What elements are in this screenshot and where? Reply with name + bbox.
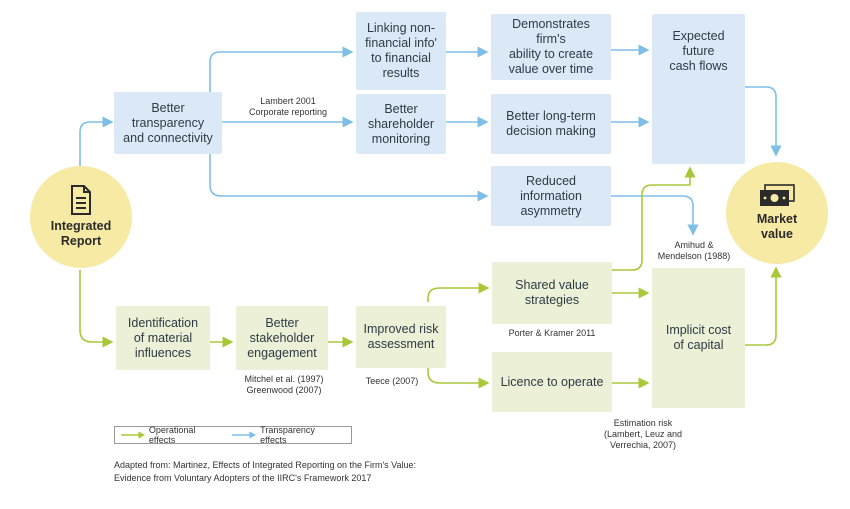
demonstrates-label: Demonstrates firm's ability to create va…: [508, 17, 594, 76]
porter-note: Porter & Kramer 2011: [508, 328, 596, 338]
reduced-info-label: Reduced information asymmetry: [520, 173, 582, 218]
arrow-report-to-transparency: [79, 116, 114, 168]
implicit-cost-box: Implicit cost of capital: [652, 268, 745, 408]
money-icon: [760, 184, 795, 206]
reduced-info-box: Reduced information asymmetry: [491, 166, 611, 226]
risk-box: Improved risk assessment: [356, 306, 446, 368]
identification-label: Identification of material influences: [127, 315, 199, 360]
legend-operational: Operational effects: [121, 425, 218, 445]
green-arrow-icon: [121, 431, 145, 439]
market-value-node: Market value: [726, 162, 828, 264]
better-shareholder-box: Better shareholder monitoring: [356, 94, 446, 154]
integrated-report-node: Integrated Report: [30, 166, 132, 268]
teece-note: Teece (2007): [365, 376, 419, 386]
stakeholder-box: Better stakeholder engagement: [236, 306, 328, 370]
lambert-note: Lambert 2001 Corporate reporting: [248, 96, 328, 117]
linking-info-label: Linking non- financial info' to financia…: [365, 21, 437, 80]
arrow-shared-to-cash: [612, 166, 696, 271]
arrow-report-to-identification: [79, 270, 114, 348]
legend-transparency-label: Transparency effects: [260, 425, 315, 445]
arrow-implicit-to-market: [745, 266, 782, 346]
long-term-box: Better long-term decision making: [491, 94, 611, 154]
source-footnote: Adapted from: Martinez, Effects of Integ…: [114, 460, 417, 483]
shared-value-label: Shared value strategies: [515, 278, 589, 307]
blue-arrow-icon: [232, 431, 257, 439]
arrow-risk-to-licence: [427, 368, 490, 389]
identification-box: Identification of material influences: [116, 306, 210, 370]
implicit-cost-label: Implicit cost of capital: [665, 323, 732, 352]
arrow-transparency-to-reduced: [209, 152, 489, 202]
expected-cash-label: Expected future cash flows: [669, 29, 728, 73]
integrated-report-label: Integrated Report: [50, 219, 112, 248]
risk-label: Improved risk assessment: [363, 322, 439, 351]
mitchel-note: Mitchel et al. (1997) Greenwood (2007): [244, 374, 324, 395]
arrow-transparency-to-linking: [209, 46, 354, 92]
better-transparency-box: Better transparency and connectivity: [114, 92, 222, 154]
market-value-label: Market value: [756, 212, 798, 241]
legend-operational-label: Operational effects: [148, 425, 196, 445]
estimation-note: Estimation risk (Lambert, Leuz and Verre…: [603, 418, 683, 450]
long-term-label: Better long-term decision making: [506, 109, 596, 138]
arrow-reduced-to-amihud: [611, 195, 699, 236]
licence-box: Licence to operate: [492, 352, 612, 412]
stakeholder-label: Better stakeholder engagement: [247, 315, 317, 360]
better-transparency-label: Better transparency and connectivity: [123, 100, 213, 145]
licence-label: Licence to operate: [500, 374, 604, 389]
document-icon: [71, 185, 91, 215]
legend-transparency: Transparency effects: [232, 425, 337, 445]
arrow-cash-to-market: [745, 86, 782, 157]
expected-cash-box: Expected future cash flows: [652, 14, 745, 164]
better-shareholder-label: Better shareholder monitoring: [367, 101, 434, 146]
arrow-risk-to-shared: [427, 282, 490, 302]
shared-value-box: Shared value strategies: [492, 262, 612, 324]
linking-info-box: Linking non- financial info' to financia…: [356, 12, 446, 90]
amihud-note: Amihud & Mendelson (1988): [657, 240, 731, 261]
legend: Operational effects Transparency effects: [114, 425, 352, 445]
demonstrates-box: Demonstrates firm's ability to create va…: [491, 14, 611, 80]
